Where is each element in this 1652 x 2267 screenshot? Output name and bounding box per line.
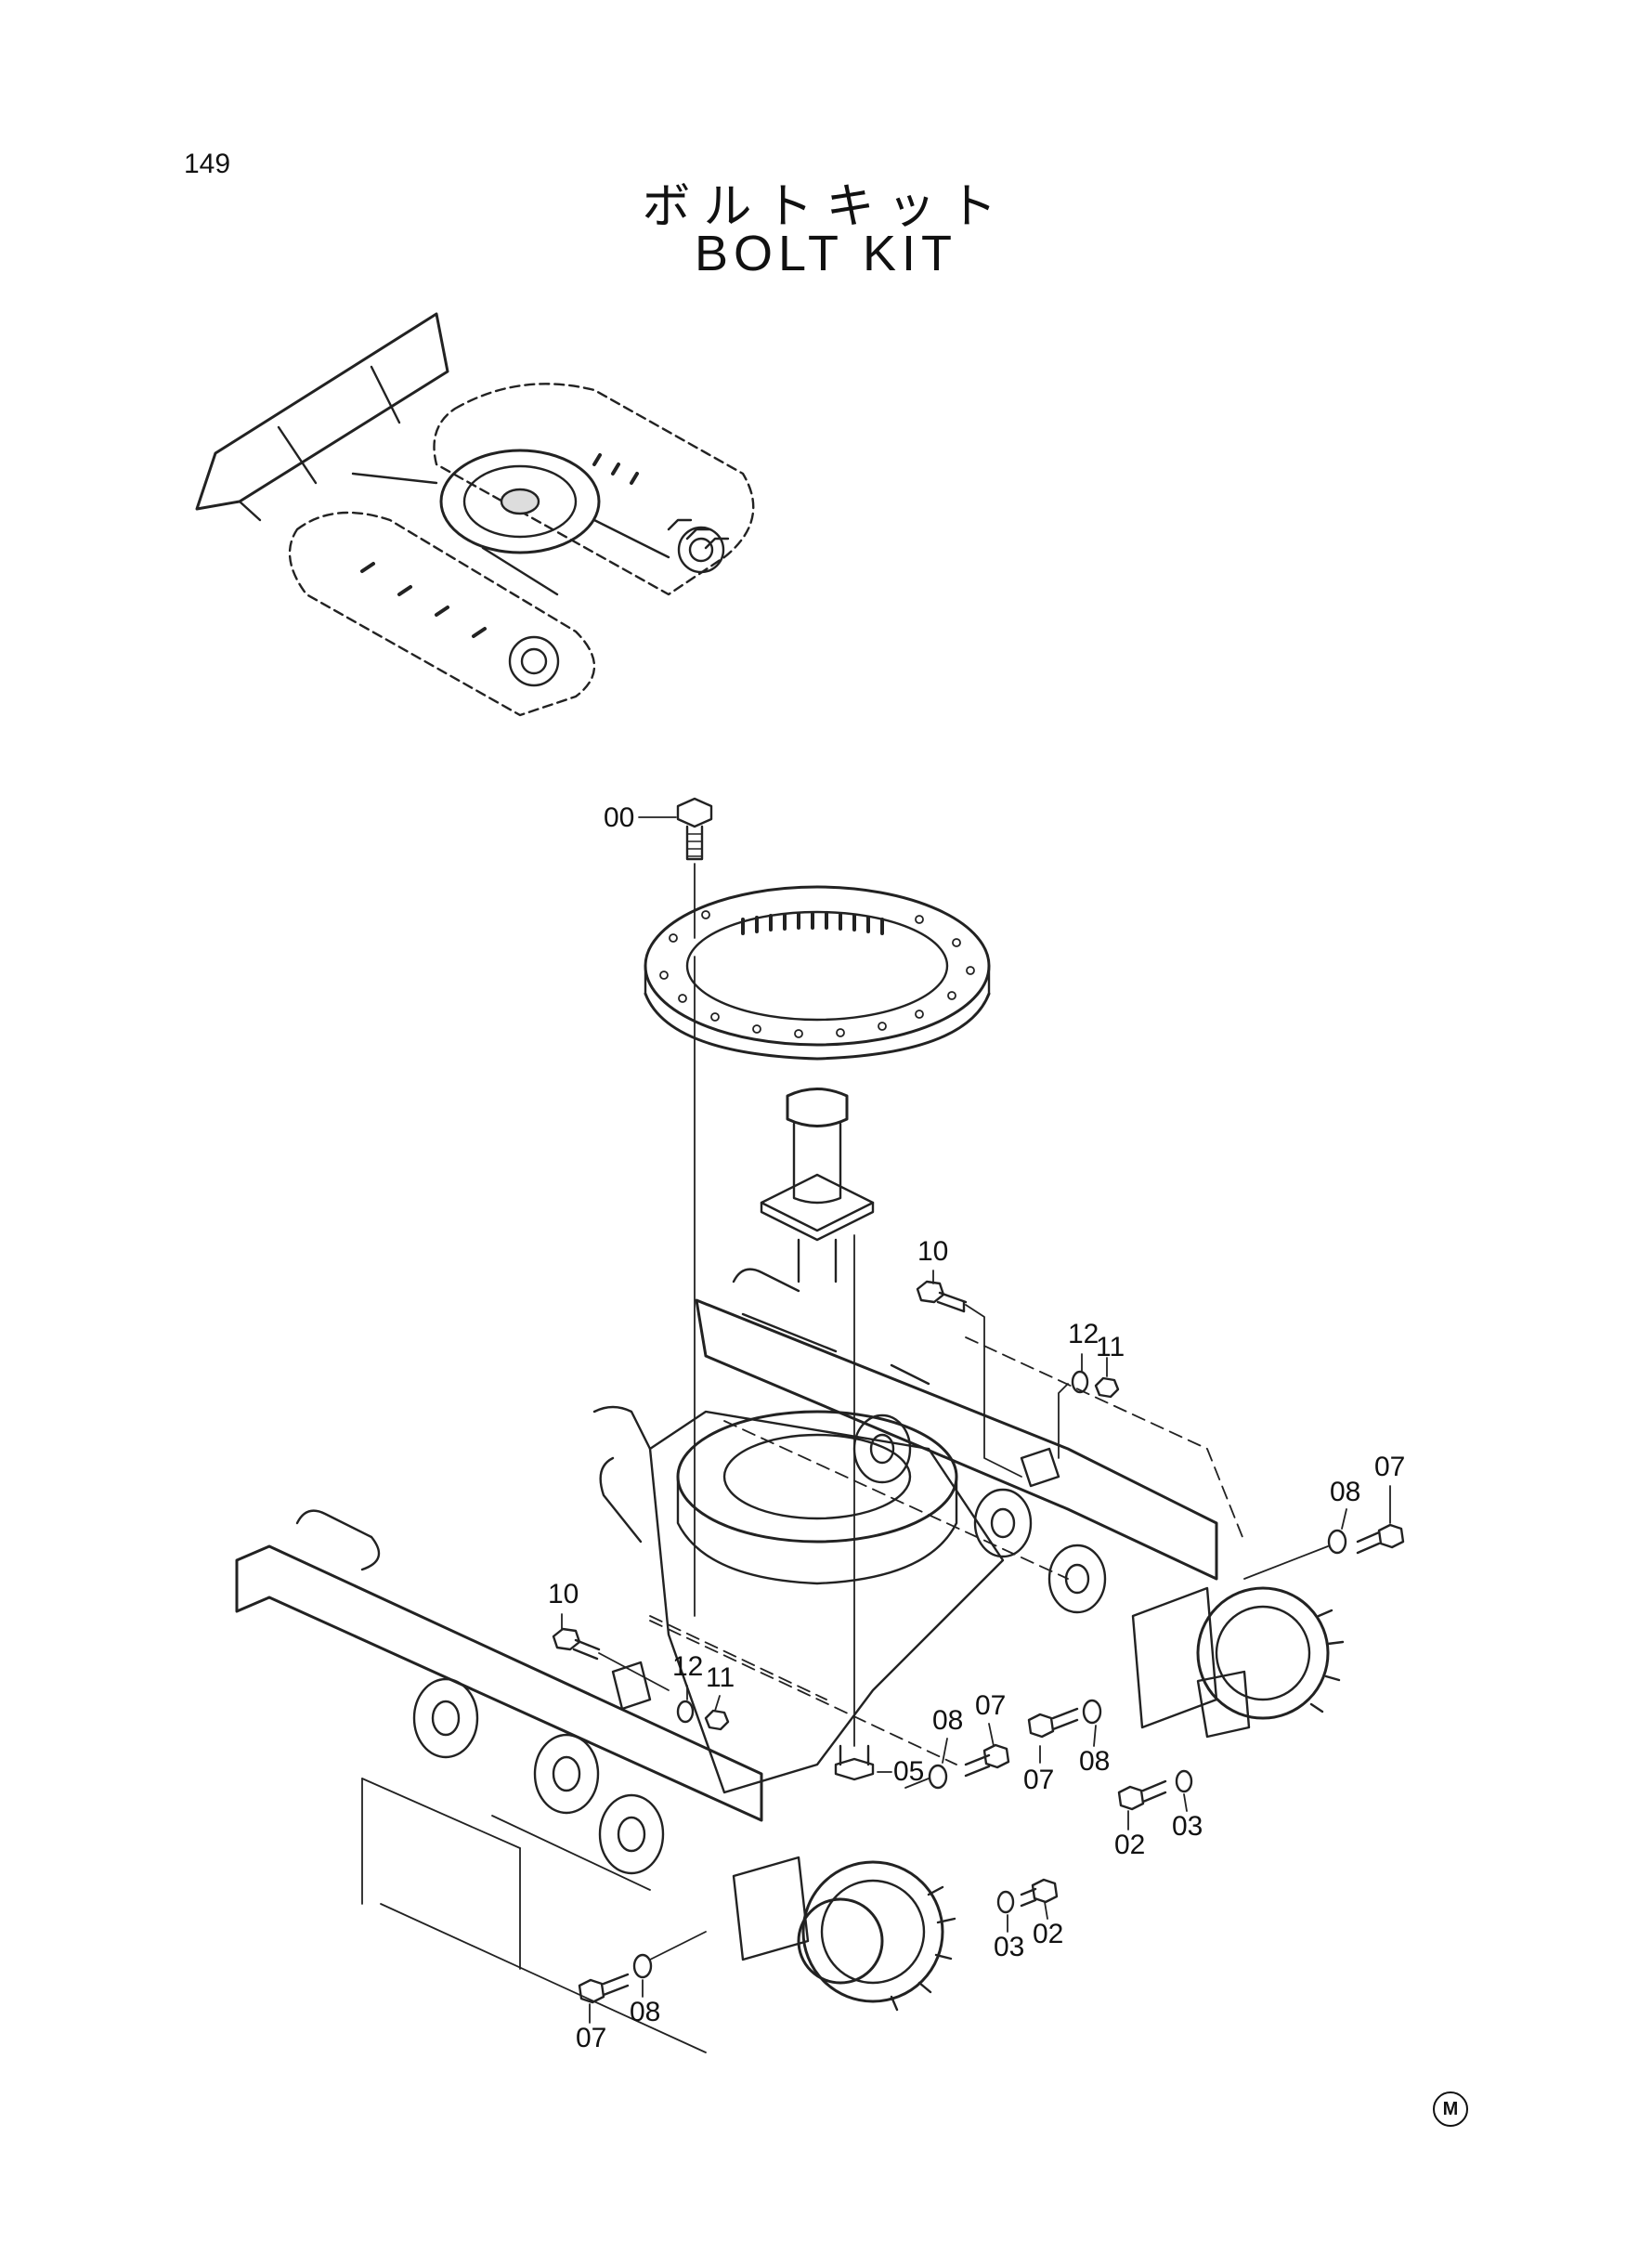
washer-08-right-center-icon xyxy=(1082,1699,1102,1725)
washer-03-right-icon xyxy=(1175,1769,1193,1793)
bolt-02-right-icon xyxy=(1117,1779,1167,1811)
clip-upper-icon xyxy=(1020,1447,1060,1488)
callout-00: 00 xyxy=(604,802,635,833)
nut-11-upper-icon xyxy=(1094,1376,1120,1399)
callout-10-upper: 10 xyxy=(917,1236,949,1267)
callout-leaders xyxy=(561,816,1391,2024)
callout-08-right: 08 xyxy=(1330,1477,1361,1507)
bolt-10-lower-icon xyxy=(552,1627,601,1661)
washer-12-lower-icon xyxy=(676,1700,695,1724)
callout-03-right: 03 xyxy=(1172,1811,1203,1842)
callout-02-right: 02 xyxy=(1114,1830,1146,1860)
callout-07-right-center: 07 xyxy=(1023,1765,1055,1795)
revision-mark-icon: M xyxy=(1433,2091,1468,2127)
overview-thumbnail xyxy=(195,312,755,717)
bolt-02-lower-icon xyxy=(1020,1878,1059,1908)
callout-12-upper: 12 xyxy=(1068,1319,1099,1349)
callout-03-lower: 03 xyxy=(994,1932,1025,1962)
track-rollers-upper xyxy=(852,1414,1107,1614)
callout-02-lower: 02 xyxy=(1033,1919,1064,1949)
title-english: BOLT KIT xyxy=(694,226,958,281)
title-japanese: ボルトキット xyxy=(642,179,1010,235)
washer-08-bottom-icon xyxy=(632,1953,653,1979)
washer-12-upper-icon xyxy=(1071,1370,1089,1394)
main-exploded-view xyxy=(235,797,1405,2053)
bolt-00-icon xyxy=(676,797,713,861)
callout-05: 05 xyxy=(893,1756,925,1787)
bolt-07-center-icon xyxy=(964,1743,1010,1778)
callout-11-lower: 11 xyxy=(706,1662,735,1693)
page-number: 149 xyxy=(184,149,231,179)
callout-08-center: 08 xyxy=(932,1705,964,1736)
washer-08-right-icon xyxy=(1327,1529,1347,1555)
callout-12-lower: 12 xyxy=(672,1651,704,1682)
callout-07-center: 07 xyxy=(975,1690,1007,1721)
bolt-05-icon xyxy=(834,1744,875,1781)
callout-07-bottom: 07 xyxy=(576,2023,607,2053)
swing-bearing-ring xyxy=(644,885,991,1061)
bolt-07-right-icon xyxy=(1356,1523,1405,1555)
callout-11-upper: 11 xyxy=(1096,1332,1125,1362)
track-frame xyxy=(235,1268,1245,1822)
center-joint xyxy=(760,1088,875,1747)
track-rollers-left xyxy=(361,1677,707,2053)
washer-08-center-icon xyxy=(928,1764,948,1790)
callout-07-right: 07 xyxy=(1374,1452,1406,1482)
callout-08-right-center: 08 xyxy=(1079,1746,1111,1777)
bolt-07-right-center-icon xyxy=(1027,1707,1079,1739)
callout-10-lower: 10 xyxy=(548,1579,579,1609)
bolt-10-upper-icon xyxy=(916,1280,1022,1478)
washer-03-lower-icon xyxy=(996,1890,1015,1914)
callout-08-bottom: 08 xyxy=(630,1997,661,2027)
bolt-07-bottom-icon xyxy=(578,1973,630,2004)
travel-motor-right xyxy=(1131,1586,1345,1739)
travel-motor-left xyxy=(732,1856,956,2012)
nut-11-lower-icon xyxy=(704,1709,730,1731)
clip-lower-icon xyxy=(611,1661,652,1711)
